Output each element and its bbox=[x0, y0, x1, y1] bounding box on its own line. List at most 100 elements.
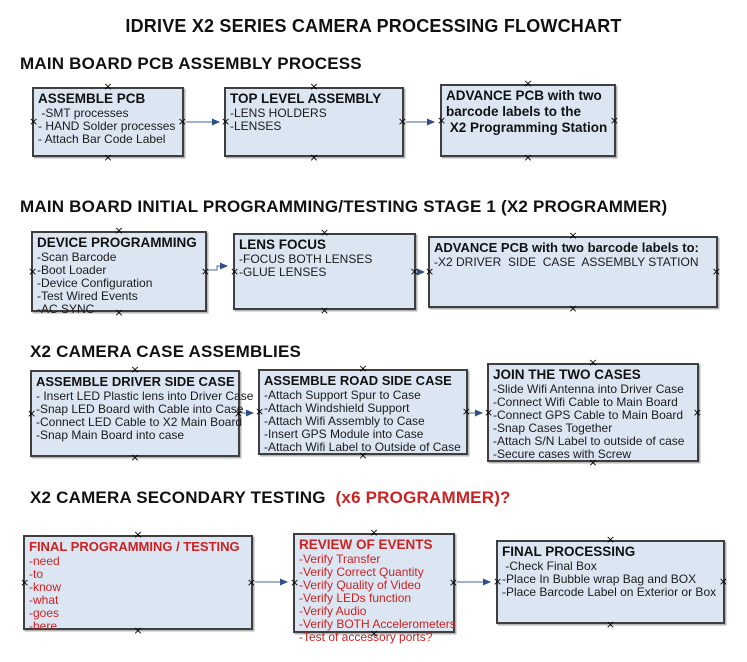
process-step: -LENSES bbox=[230, 119, 282, 133]
process-step: -Test Wired Events bbox=[37, 289, 138, 303]
connection-handle-icon: × bbox=[29, 115, 39, 128]
process-step: - Attach Bar Code Label bbox=[38, 132, 166, 146]
connection-handle-icon: × bbox=[493, 575, 503, 588]
box-title: JOIN THE TWO CASES bbox=[493, 367, 641, 382]
process-step: -Verify BOTH Accelerometers bbox=[299, 617, 456, 631]
connection-handle-icon: × bbox=[588, 356, 598, 369]
process-step: -Verify Audio bbox=[299, 604, 367, 618]
process-step: -SMT processes bbox=[38, 106, 129, 120]
process-step: -Verify Transfer bbox=[299, 552, 381, 566]
connection-handle-icon: × bbox=[309, 80, 319, 93]
process-step: -here bbox=[29, 619, 58, 633]
connection-handle-icon: × bbox=[605, 618, 616, 631]
process-step: -Connect Wifi Cable to Main Board bbox=[493, 395, 678, 409]
section-heading-initial-programming: MAIN BOARD INITIAL PROGRAMMING/TESTING S… bbox=[20, 197, 668, 216]
connection-handle-icon: × bbox=[319, 304, 330, 317]
process-step: -Verify LEDs function bbox=[299, 591, 412, 605]
process-step: -GLUE LENSES bbox=[239, 265, 327, 279]
process-step: -Slide Wifi Antenna into Driver Case bbox=[493, 382, 684, 396]
box-title: ASSEMBLE DRIVER SIDE CASE bbox=[36, 374, 235, 389]
process-step: -Scan Barcode bbox=[37, 250, 117, 264]
process-step: -Attach Wifi Label to Outside of Case bbox=[264, 440, 461, 454]
box-title: DEVICE PROGRAMMING bbox=[37, 235, 197, 250]
flow-box-device-programming: DEVICE PROGRAMMING -Scan Barcode -Boot L… bbox=[28, 225, 210, 318]
process-step: -Attach S/N Label to outside of case bbox=[493, 434, 685, 448]
connection-handle-icon: × bbox=[221, 115, 231, 128]
flowchart-title: IDRIVE X2 SERIES CAMERA PROCESSING FLOWC… bbox=[125, 16, 622, 36]
connection-handle-icon: × bbox=[437, 113, 447, 127]
process-step: - Insert LED Plastic lens into Driver Ca… bbox=[36, 389, 254, 403]
connection-handle-icon: × bbox=[103, 80, 113, 93]
connection-handle-icon: × bbox=[369, 526, 379, 539]
connection-handle-icon: × bbox=[114, 224, 124, 237]
section-heading-pcb-assembly: MAIN BOARD PCB ASSEMBLY PROCESS bbox=[20, 54, 362, 73]
flow-arrow-3 bbox=[208, 262, 228, 271]
process-step: -Snap Cases Together bbox=[493, 421, 613, 435]
process-step: -what bbox=[29, 593, 59, 607]
section-heading-secondary-testing: X2 CAMERA SECONDARY TESTING (x6 PROGRAMM… bbox=[30, 488, 511, 508]
process-step: -LENS HOLDERS bbox=[230, 106, 327, 120]
connection-handle-icon: × bbox=[309, 151, 319, 164]
heading-accent-text: (x6 PROGRAMMER)? bbox=[330, 488, 511, 507]
process-step: -Secure cases with Screw bbox=[493, 447, 632, 461]
process-step: -know bbox=[29, 580, 62, 594]
process-step: -goes bbox=[29, 606, 60, 620]
process-step: -Check Final Box bbox=[502, 559, 597, 573]
flow-box-assemble-pcb: ASSEMBLE PCB -SMT processes - HAND Solde… bbox=[29, 81, 187, 163]
process-step: -Verify Quality of Video bbox=[299, 578, 421, 592]
box-title: ADVANCE PCB with two bbox=[446, 88, 602, 103]
flow-box-lens-focus: LENS FOCUS -FOCUS BOTH LENSES -GLUE LENS… bbox=[230, 227, 419, 316]
flow-box-join-the-two-cases: JOIN THE TWO CASES -Slide Wifi Antenna i… bbox=[484, 357, 702, 468]
box-title: ASSEMBLE PCB bbox=[38, 91, 146, 106]
connection-handle-icon: × bbox=[27, 406, 37, 420]
connection-handle-icon: × bbox=[425, 265, 435, 278]
connection-handle-icon: × bbox=[358, 362, 368, 375]
process-step: -Place In Bubble wrap Bag and BOX bbox=[502, 572, 697, 586]
connection-handle-icon: × bbox=[319, 226, 330, 239]
process-step: -FOCUS BOTH LENSES bbox=[239, 252, 373, 266]
process-step: X2 Programming Station bbox=[446, 120, 608, 135]
process-step: -Boot Loader bbox=[37, 263, 107, 277]
connection-handle-icon: × bbox=[255, 405, 265, 418]
connection-handle-icon: × bbox=[568, 302, 578, 315]
connection-handle-icon: × bbox=[568, 229, 578, 242]
flow-box-assemble-driver-side-case: ASSEMBLE DRIVER SIDE CASE - Insert LED P… bbox=[27, 364, 254, 463]
section-heading-case-assemblies: X2 CAMERA CASE ASSEMBLIES bbox=[30, 342, 302, 361]
flow-box-assemble-road-side-case: ASSEMBLE ROAD SIDE CASE -Attach Support … bbox=[255, 363, 471, 461]
process-step: -to bbox=[29, 567, 44, 581]
process-step: -X2 DRIVER SIDE CASE ASSEMBLY STATION bbox=[434, 255, 699, 269]
process-step: -AC SYNC bbox=[37, 302, 95, 316]
connection-handle-icon: × bbox=[103, 151, 113, 164]
box-title: LENS FOCUS bbox=[239, 237, 327, 252]
box-title: TOP LEVEL ASSEMBLY bbox=[230, 91, 382, 106]
process-step: -Device Configuration bbox=[37, 276, 153, 290]
flow-box-final-programming-testing: FINAL PROGRAMMING / TESTING -need -to -k… bbox=[20, 529, 256, 636]
process-step: -Connect GPS Cable to Main Board bbox=[493, 408, 684, 422]
flow-box-review-of-events: REVIEW OF EVENTS -Verify Transfer -Verif… bbox=[290, 527, 458, 644]
box-title: REVIEW OF EVENTS bbox=[299, 537, 433, 552]
connection-handle-icon: × bbox=[290, 576, 300, 589]
process-step: -Insert GPS Module into Case bbox=[264, 427, 424, 441]
box-title: FINAL PROGRAMMING / TESTING bbox=[29, 539, 240, 554]
connection-handle-icon: × bbox=[20, 575, 30, 589]
process-step: -Test of accessory ports? bbox=[299, 630, 433, 644]
connection-handle-icon: × bbox=[130, 451, 140, 464]
connection-handle-icon: × bbox=[130, 363, 140, 376]
connection-handle-icon: × bbox=[523, 151, 533, 164]
connection-handle-icon: × bbox=[28, 264, 38, 278]
flow-box-top-level-assembly: TOP LEVEL ASSEMBLY -LENS HOLDERS -LENSES… bbox=[221, 81, 407, 163]
box-title: ASSEMBLE ROAD SIDE CASE bbox=[264, 373, 452, 388]
box-title: FINAL PROCESSING bbox=[502, 544, 636, 559]
connection-handle-icon: × bbox=[133, 528, 143, 541]
process-step: barcode labels to the bbox=[446, 104, 582, 119]
process-step: -need bbox=[29, 554, 60, 568]
flow-box-final-processing: FINAL PROCESSING -Check Final Box -Place… bbox=[493, 534, 728, 630]
process-step: -Connect LED Cable to X2 Main Board bbox=[36, 415, 243, 429]
connection-handle-icon: × bbox=[230, 264, 240, 278]
process-step: -Attach Support Spur to Case bbox=[264, 388, 421, 402]
process-step: -Attach Windshield Support bbox=[264, 401, 410, 415]
process-step: -Verify Correct Quantity bbox=[299, 565, 424, 579]
flow-box-advance-pcb-driver-side-station: ADVANCE PCB with two barcode labels to: … bbox=[425, 230, 721, 314]
process-step: -Place Barcode Label on Exterior or Box bbox=[502, 585, 717, 599]
